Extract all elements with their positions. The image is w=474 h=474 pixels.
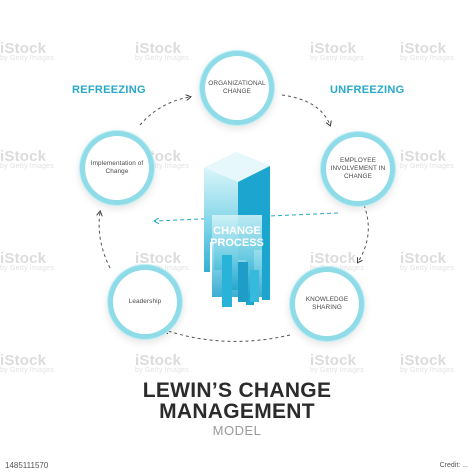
cycle-arrow — [358, 204, 369, 262]
cycle-arrow — [99, 212, 111, 269]
node-label: EMPLOYEE INVOLVEMENT IN CHANGE — [330, 157, 386, 180]
cycle-arrow — [139, 97, 190, 126]
node-label: ORGANIZATIONAL CHANGE — [208, 80, 266, 95]
node-organizational-change: ORGANIZATIONAL CHANGE — [205, 56, 269, 120]
change-process-block — [204, 152, 270, 307]
refreezing-label: REFREEZING — [72, 84, 146, 96]
subtitle: MODEL — [212, 423, 262, 438]
node-leadership: Leadership — [113, 270, 177, 334]
title-line-2: MANAGEMENT — [159, 400, 315, 423]
cycle-arrow — [165, 330, 291, 342]
node-label: Leadership — [128, 298, 162, 305]
node-label: Implementation of Change — [90, 160, 144, 175]
node-employee-involvement: EMPLOYEE INVOLVEMENT IN CHANGE — [326, 137, 390, 201]
footer-bar: 1485111570 Credit: ... — [0, 452, 474, 474]
credit-text: Credit: ... — [439, 462, 468, 469]
cycle-arrow — [281, 94, 330, 125]
node-label: KNOWLEDGE SHARING — [305, 296, 349, 311]
node-knowledge-sharing: KNOWLEDGE SHARING — [295, 272, 359, 336]
title-line-1: LEWIN’S CHANGE — [142, 379, 332, 402]
node-implementation: Implementation of Change — [85, 136, 149, 200]
unfreezing-label: UNFREEZING — [330, 84, 405, 96]
image-id: 1485111570 — [5, 461, 49, 470]
change-process-label: CHANGE PROCESS — [210, 225, 264, 250]
